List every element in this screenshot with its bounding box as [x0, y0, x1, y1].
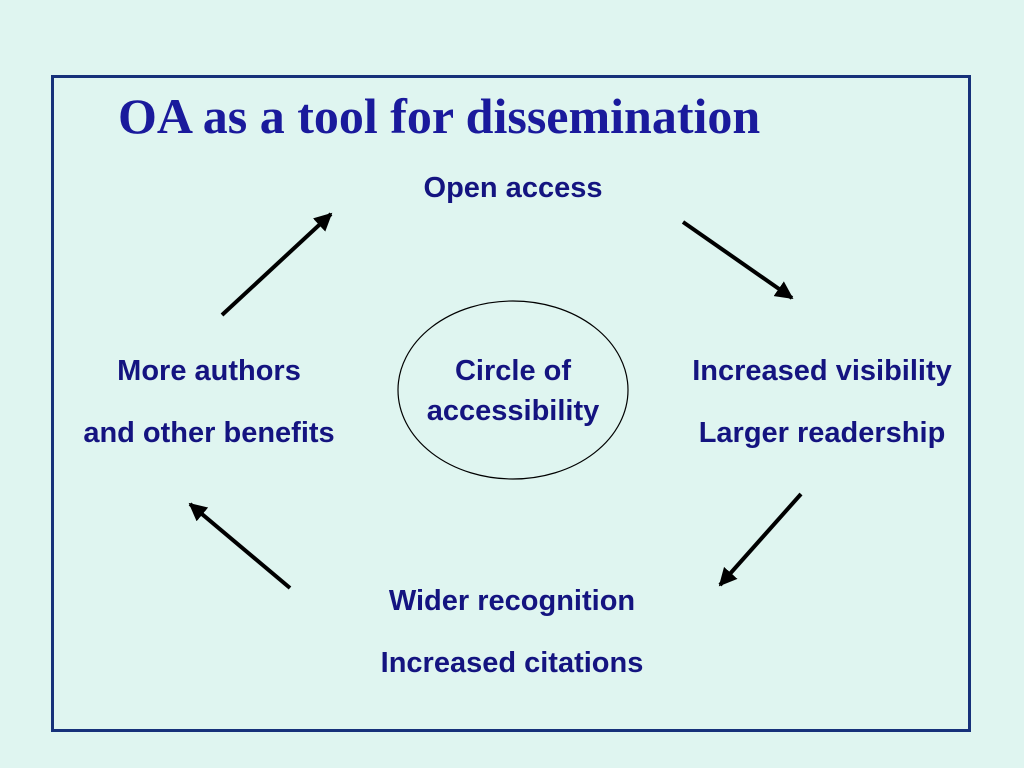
node-authors: More authors and other benefits: [54, 340, 364, 464]
node-open-access-label: Open access: [423, 172, 603, 204]
arrow-top-to-right: [681, 220, 794, 300]
node-center: Circle of accessibility: [403, 351, 623, 431]
authors-line-2: and other benefits: [83, 417, 335, 449]
node-open-access: Open access: [398, 171, 628, 206]
center-line-2: accessibility: [426, 395, 600, 427]
visibility-line-2: Larger readership: [698, 417, 946, 449]
recognition-line-1: Wider recognition: [388, 585, 636, 617]
arrow-right-to-bottom: [718, 492, 803, 587]
recognition-line-2: Increased citations: [380, 647, 644, 679]
center-ellipse: [397, 300, 629, 480]
arrow-left-to-top: [220, 212, 333, 317]
slide-title: OA as a tool for dissemination: [118, 88, 761, 144]
node-visibility: Increased visibility Larger readership: [662, 340, 982, 464]
visibility-line-1: Increased visibility: [692, 355, 952, 387]
node-recognition: Wider recognition Increased citations: [342, 570, 682, 694]
center-line-1: Circle of: [454, 355, 572, 387]
authors-line-1: More authors: [117, 355, 301, 387]
arrow-bottom-to-left: [188, 502, 292, 590]
slide-frame: [51, 75, 971, 732]
